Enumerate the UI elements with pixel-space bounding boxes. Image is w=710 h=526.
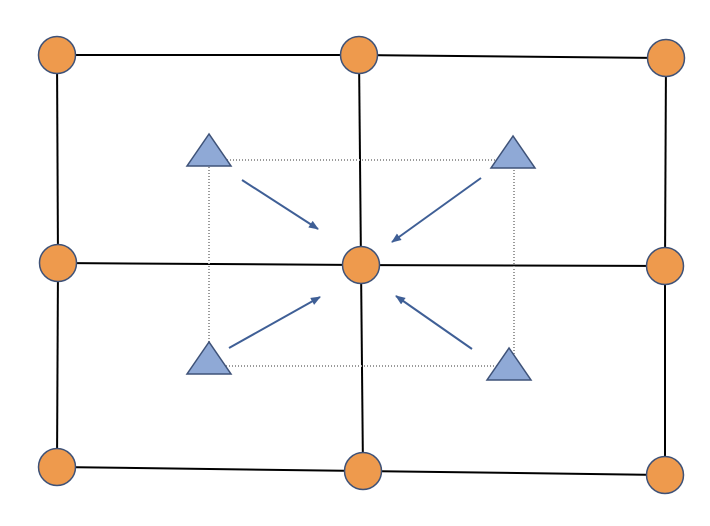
- grid-line-horizontal: [358, 54, 667, 59]
- grid-node-middle-center: [341, 245, 381, 285]
- grid-line-horizontal: [360, 264, 666, 267]
- grid-node-top-right: [646, 38, 686, 78]
- grid-node-top-center: [339, 35, 379, 75]
- grid-node-bottom-left: [37, 447, 77, 487]
- arrow-bottom-right: [395, 295, 473, 350]
- grid-lines: [56, 54, 667, 476]
- grid-line-vertical: [56, 262, 59, 468]
- grid-nodes: [37, 35, 686, 495]
- arrow-bottom-left: [228, 296, 321, 349]
- grid-node-bottom-center: [343, 451, 383, 491]
- grid-line-horizontal: [56, 466, 364, 472]
- grid-node-middle-left: [38, 243, 78, 283]
- sample-points: [185, 132, 537, 381]
- arrow-top-right: [391, 177, 482, 243]
- grid-node-middle-right: [645, 246, 685, 286]
- sample-bounding-box: [208, 159, 515, 367]
- grid-node-bottom-right: [645, 455, 685, 495]
- grid-line-horizontal: [362, 470, 666, 476]
- sample-triangle-top-right: [489, 134, 537, 169]
- sample-triangle-top-left: [185, 132, 233, 167]
- sample-triangle-bottom-right: [485, 346, 533, 381]
- sample-triangle-bottom-left: [185, 340, 233, 375]
- grid-line-vertical: [360, 264, 364, 472]
- grid-line-vertical: [664, 57, 667, 267]
- arrow-top-left: [241, 179, 319, 230]
- arrows: [228, 177, 482, 350]
- grid-line-vertical: [56, 54, 59, 264]
- grid-node-top-left: [37, 35, 77, 75]
